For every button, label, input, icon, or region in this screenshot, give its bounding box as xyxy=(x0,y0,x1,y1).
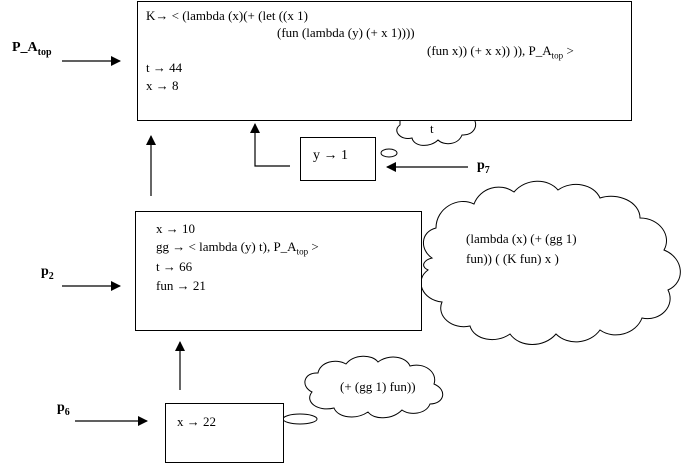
cloud-big-line1: (lambda (x) (+ (gg 1) xyxy=(466,231,577,246)
bubble-bottom-1 xyxy=(282,413,318,425)
top-k-line1: K→ < (lambda (x)(+ (let ((x 1) xyxy=(146,8,308,23)
frame-p6 xyxy=(165,403,284,463)
frame-p7 xyxy=(300,137,376,181)
top-k-line3: (fun x)) (+ x x)) )), P_Atop > xyxy=(427,43,574,61)
label-p6: p6 xyxy=(57,400,70,418)
frame-p2 xyxy=(135,211,422,331)
p2-fun-binding: fun → 21 xyxy=(156,278,206,293)
label-p2: p2 xyxy=(41,264,54,282)
top-t-binding: t → 44 xyxy=(146,60,183,75)
p7-y-binding: y → 1 xyxy=(313,148,348,163)
p2-gg-binding: gg → < lambda (y) t), P_Atop > xyxy=(156,239,319,257)
cloud-t-text: t xyxy=(430,121,434,136)
p6-x-binding: x → 22 xyxy=(177,414,216,429)
top-k-line2: (fun (lambda (y) (+ x 1)))) xyxy=(277,25,415,40)
p2-x-binding: x → 10 xyxy=(156,221,195,236)
cloud-big-line2: fun)) ( (K fun) x ) xyxy=(466,251,559,266)
arrow-p7-to-top xyxy=(250,123,290,167)
frame-top xyxy=(137,1,632,121)
cloud-bottom-text: (+ (gg 1) fun)) xyxy=(340,379,416,394)
p2-t-binding: t → 66 xyxy=(156,259,193,274)
bubble-t-1 xyxy=(380,148,398,158)
label-p7: p7 xyxy=(477,158,490,176)
cloud-big xyxy=(420,180,681,345)
label-p-a-top: P_Atop xyxy=(12,40,52,58)
cloud-bottom xyxy=(304,355,444,419)
top-x-binding: x → 8 xyxy=(146,78,179,93)
